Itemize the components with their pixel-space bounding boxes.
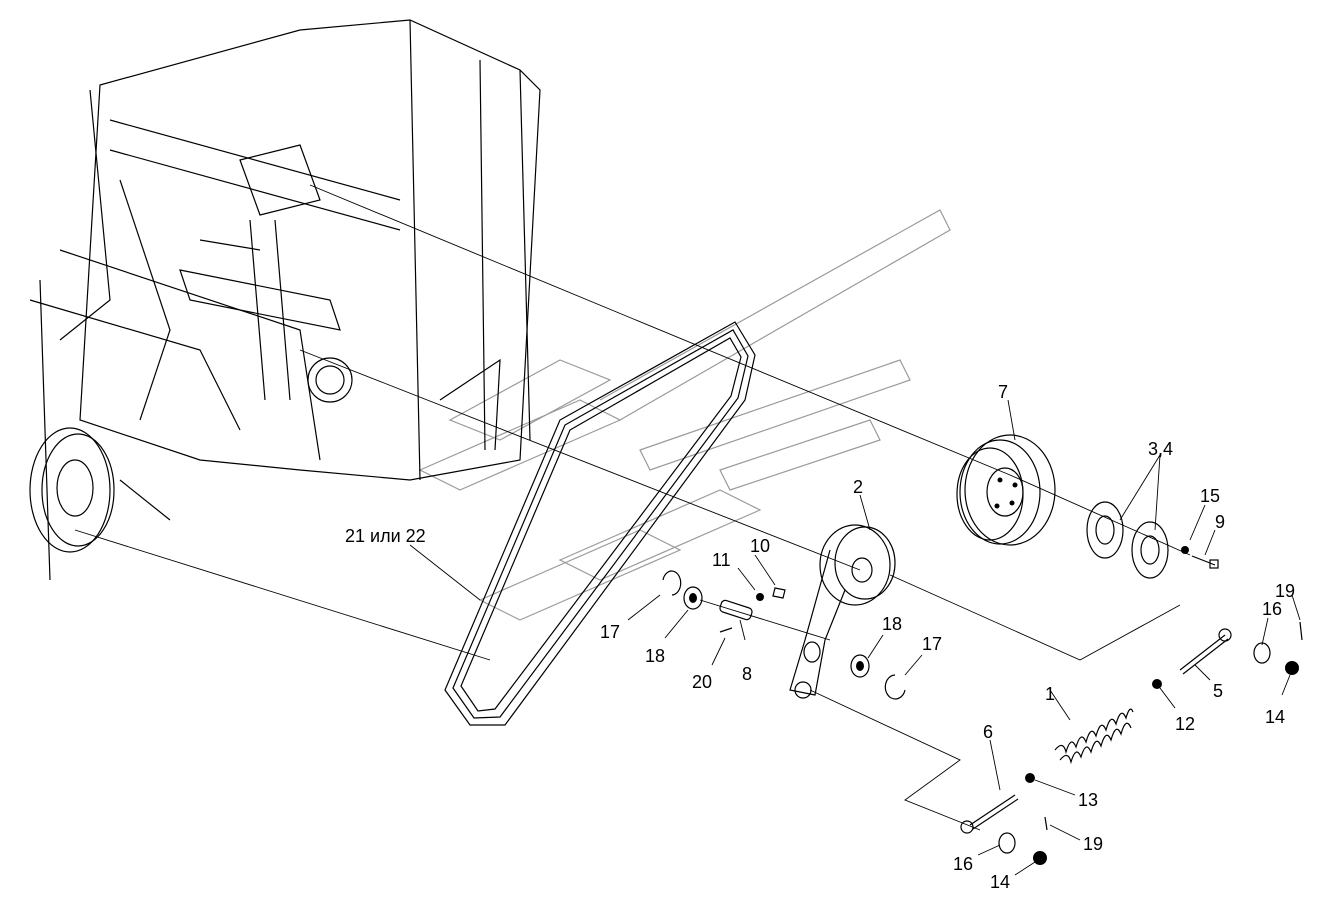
alignment-lines (74, 184, 1191, 831)
label-12: 12 (1175, 714, 1195, 734)
label-11: 11 (712, 550, 731, 570)
label-9: 9 (1215, 512, 1225, 532)
label-17-right: 17 (922, 634, 942, 654)
label-18-right: 18 (882, 614, 902, 634)
part-labels: 7 3,4 15 9 2 21 или 22 10 11 17 18 8 20 … (345, 382, 1295, 892)
pulley-7 (956, 434, 1056, 546)
label-19-lower: 19 (1083, 834, 1103, 854)
label-5: 5 (1213, 681, 1223, 701)
watermark-logo (418, 209, 951, 621)
label-1: 1 (1045, 684, 1055, 704)
gaskets-3-4 (1086, 501, 1169, 579)
label-13: 13 (1078, 790, 1098, 810)
rod-6-assembly (960, 773, 1048, 865)
label-10: 10 (750, 536, 770, 556)
label-7: 7 (998, 382, 1008, 402)
label-3-4: 3,4 (1148, 439, 1173, 459)
drive-pulley-left (29, 427, 115, 553)
label-21-22: 21 или 22 (345, 526, 426, 546)
label-20: 20 (692, 672, 712, 692)
label-6: 6 (983, 722, 993, 742)
machine-frame (29, 19, 541, 581)
label-18-left: 18 (645, 646, 665, 666)
label-14-lower: 14 (990, 872, 1010, 892)
tensioner-pulley-2 (789, 524, 896, 699)
label-2: 2 (853, 477, 863, 497)
label-14-upper: 14 (1265, 707, 1285, 727)
label-16-lower: 16 (953, 854, 973, 874)
axle-8-assembly (662, 570, 786, 633)
bolt-9 (1181, 546, 1219, 569)
rod-5-assembly (1152, 621, 1303, 689)
label-19-upper: 19 (1275, 581, 1295, 601)
label-16-upper: 16 (1262, 599, 1282, 619)
leader-lines (409, 399, 1301, 876)
spring-1 (1054, 708, 1134, 765)
bushing-18-right (850, 654, 906, 700)
label-15: 15 (1200, 486, 1220, 506)
v-belt (444, 321, 756, 726)
label-8: 8 (742, 664, 752, 684)
label-17-left: 17 (600, 622, 620, 642)
